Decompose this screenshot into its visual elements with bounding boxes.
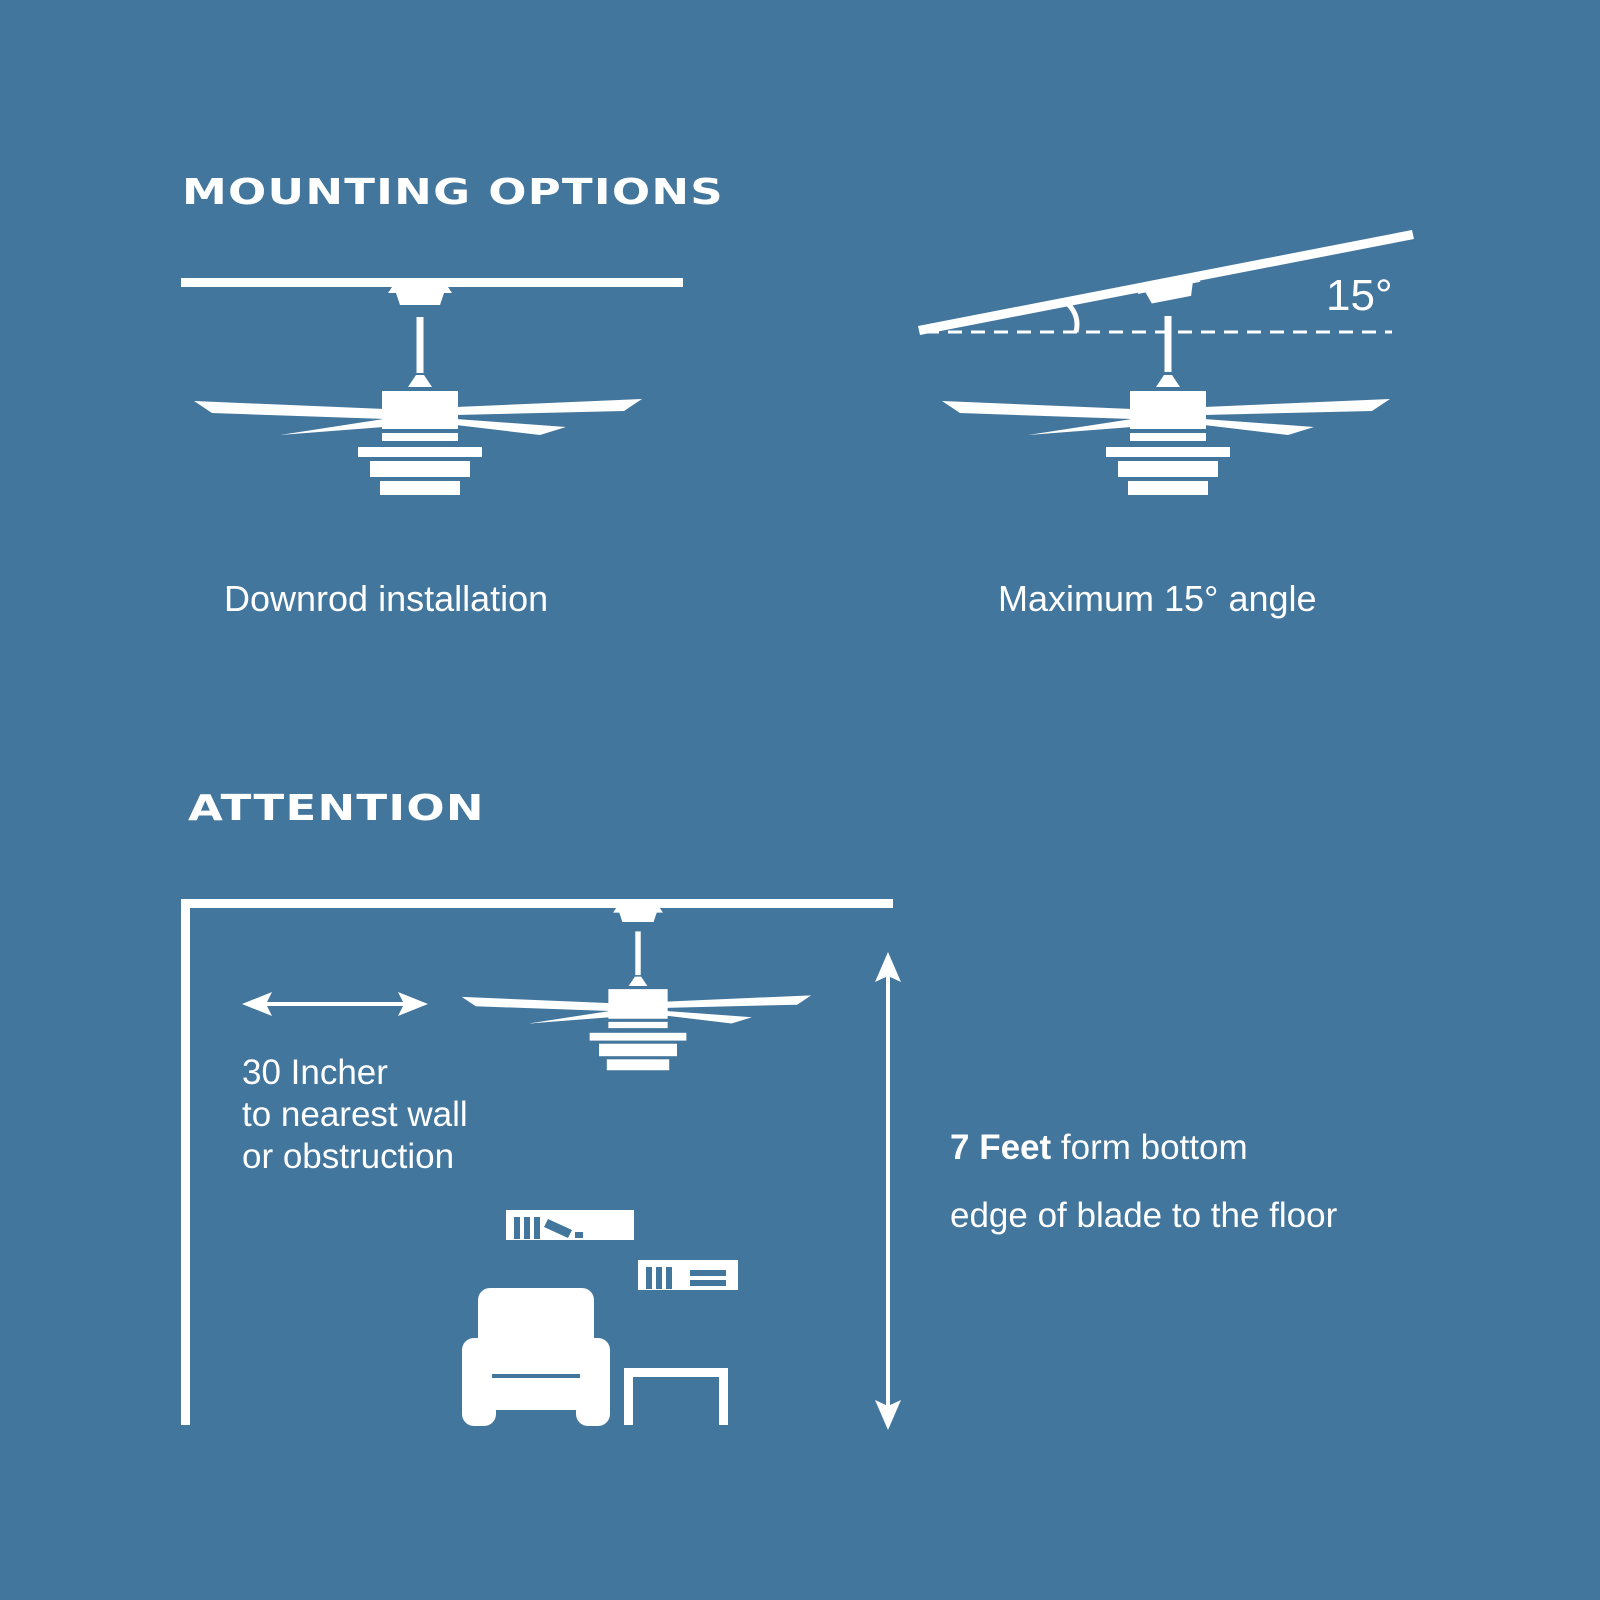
attention-heading: ATTENTION bbox=[188, 788, 485, 829]
angle-arc bbox=[1066, 302, 1080, 333]
room-ceiling-line bbox=[181, 899, 893, 908]
wall-clearance-line1: to nearest wall bbox=[242, 1095, 468, 1134]
wall-clearance-note: 30 Incher to nearest wall or obstruction bbox=[242, 1052, 468, 1178]
room-ceiling-fan-icon bbox=[461, 908, 812, 1071]
side-table-icon bbox=[624, 1368, 728, 1425]
room-wall-line bbox=[181, 899, 190, 1425]
floor-clearance-note: 7 Feet form bottom edge of blade to the … bbox=[950, 1114, 1337, 1250]
wall-clearance-value: 30 Incher bbox=[242, 1053, 388, 1092]
flat-ceiling-line bbox=[181, 278, 683, 287]
floor-clearance-value: 7 Feet bbox=[950, 1128, 1052, 1167]
wall-shelf-icon bbox=[506, 1210, 634, 1240]
angle-caption: Maximum 15° angle bbox=[998, 578, 1317, 619]
floor-clearance-line2: edge of blade to the floor bbox=[950, 1196, 1338, 1235]
angle-label: 15° bbox=[1326, 271, 1393, 320]
floor-clearance-line1: form bottom bbox=[1060, 1128, 1248, 1167]
angled-canopy bbox=[1137, 276, 1201, 304]
wall-distance-arrow bbox=[242, 992, 428, 1016]
mounting-options-heading: MOUNTING OPTIONS bbox=[182, 172, 724, 213]
armchair-icon bbox=[462, 1288, 610, 1426]
downrod-caption: Downrod installation bbox=[224, 578, 549, 619]
floor-distance-arrow bbox=[875, 952, 901, 1430]
ceiling-fan-icon bbox=[194, 287, 642, 495]
wall-clearance-line2: or obstruction bbox=[242, 1137, 455, 1176]
wall-shelf-icon bbox=[638, 1260, 738, 1290]
